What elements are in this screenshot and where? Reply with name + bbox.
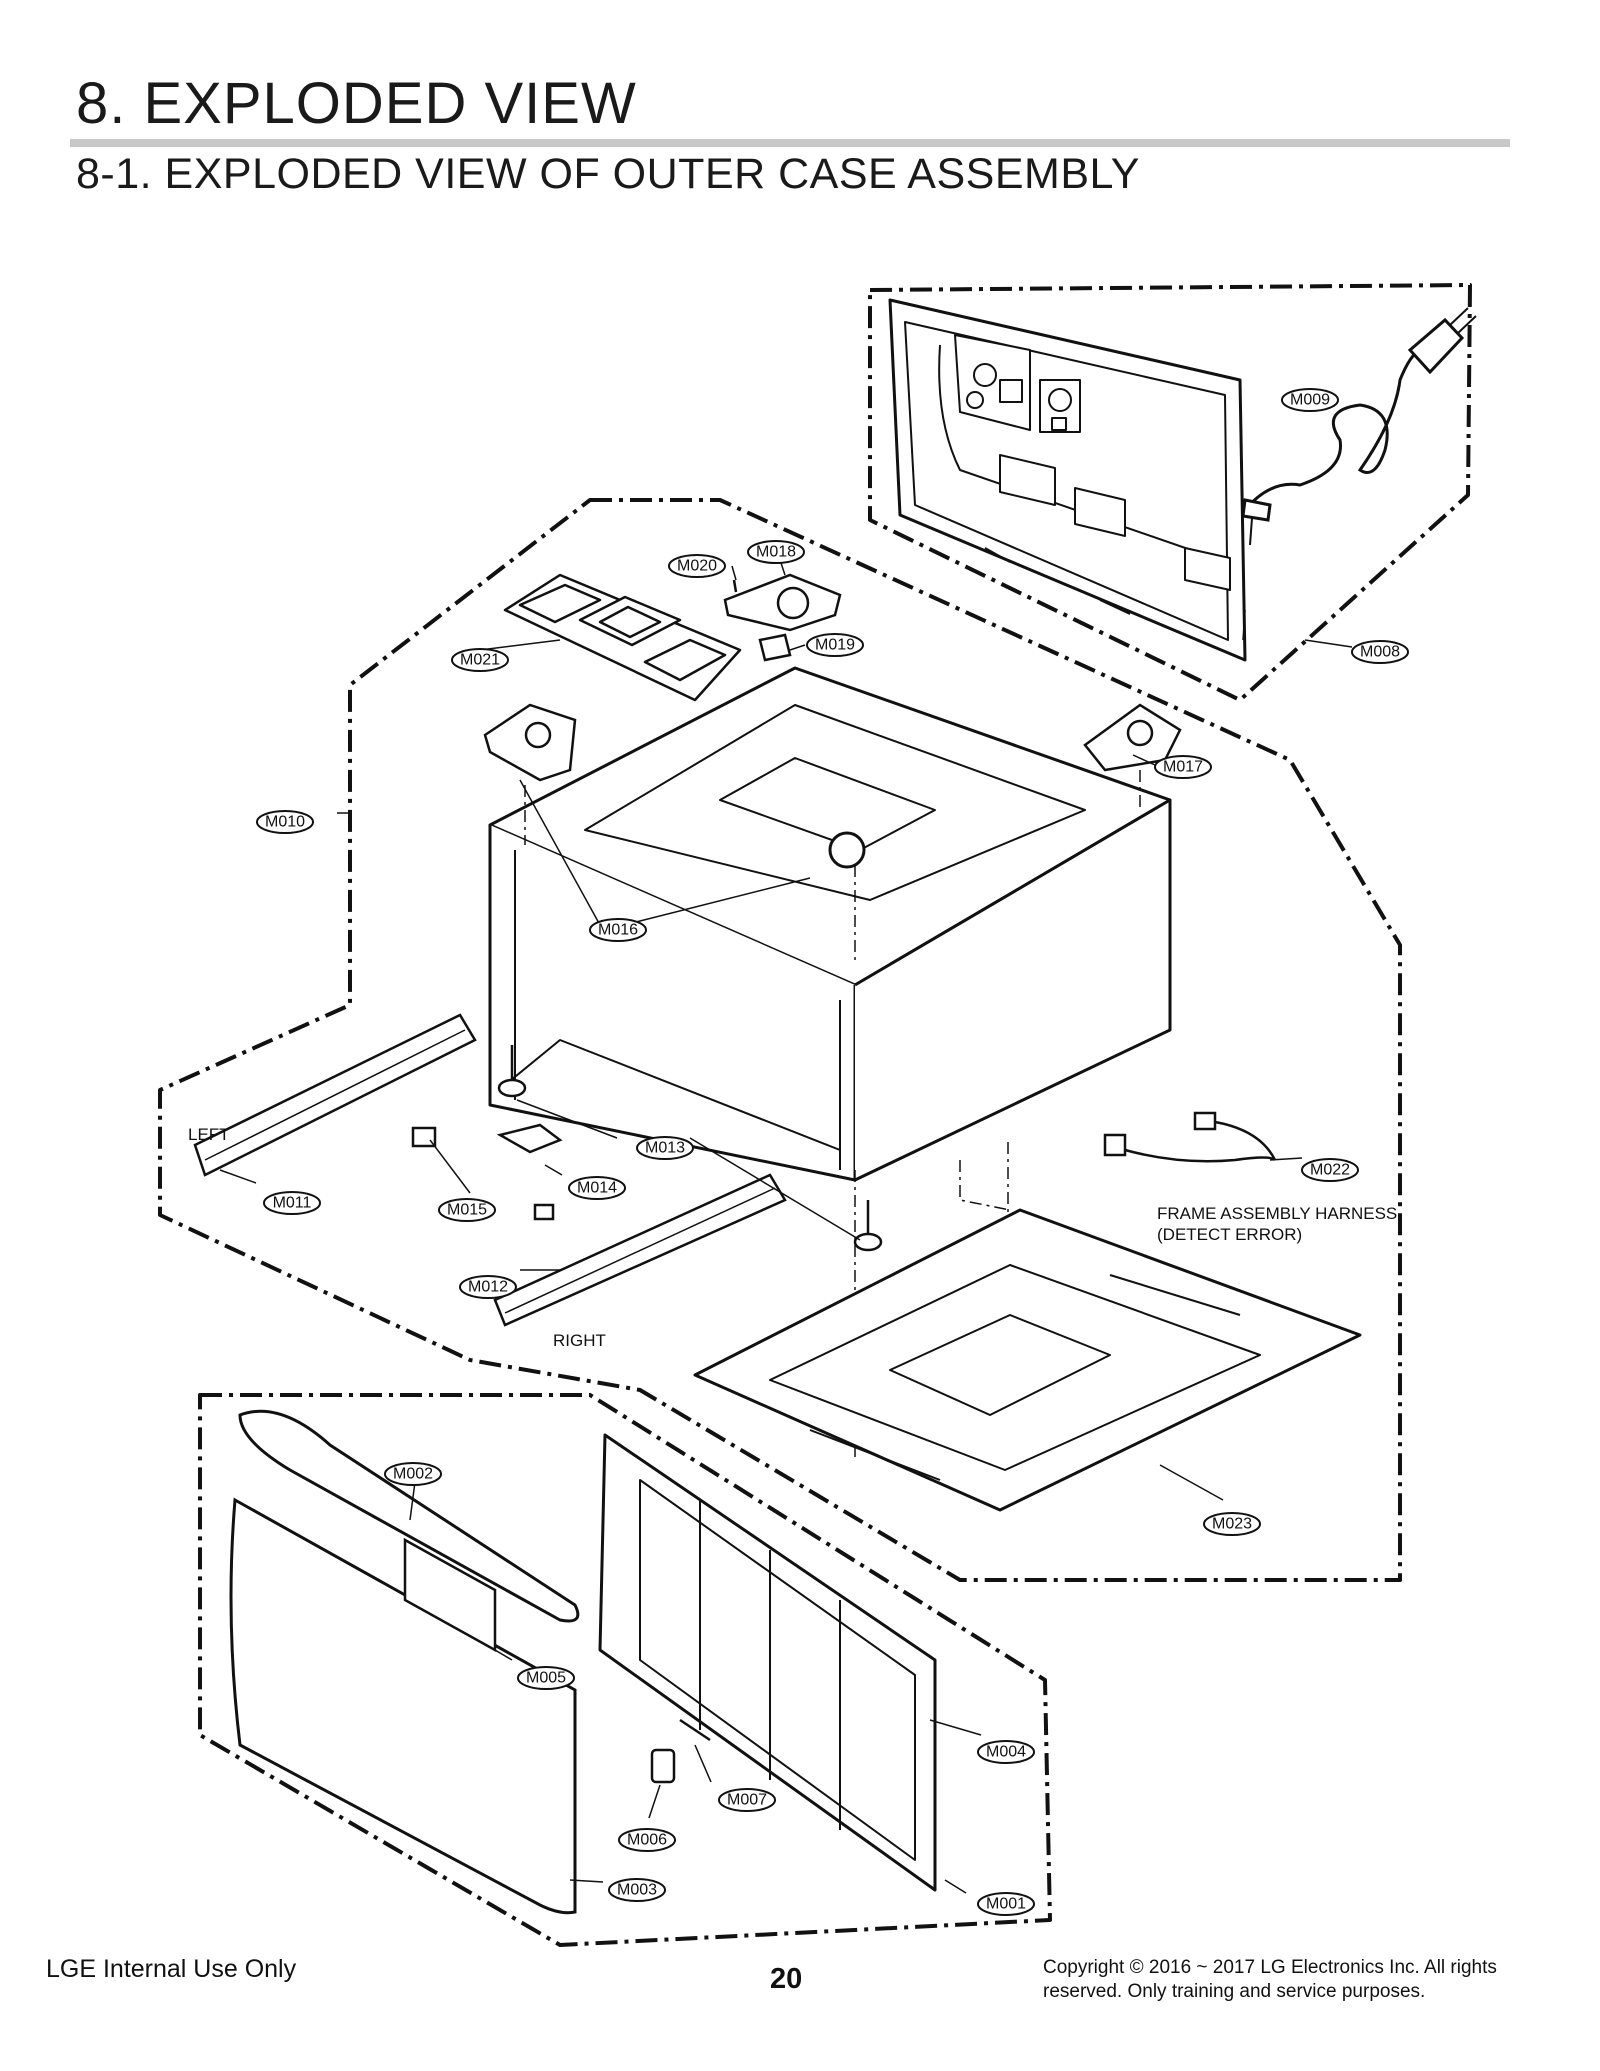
callout-m013 [636, 1136, 694, 1160]
callout-label-m001: M001 [986, 1896, 1026, 1913]
leveling-feet-m013 [497, 1045, 883, 1252]
callout-m019 [806, 633, 864, 657]
panel-top-m002 [238, 1409, 580, 1623]
front-panel-m003 [229, 1497, 577, 1915]
rail-left-m011 [193, 1013, 477, 1177]
callout-m020 [668, 554, 726, 578]
callout-m005 [517, 1666, 575, 1690]
callout-label-m007: M007 [727, 1792, 767, 1809]
title-divider [70, 139, 1510, 147]
callout-label-m014: M014 [577, 1180, 617, 1197]
part-m015 [411, 1126, 555, 1221]
callout-m004 [977, 1740, 1035, 1764]
callout-label-m008: M008 [1360, 644, 1400, 661]
right-rail-label: RIGHT [553, 1331, 606, 1350]
bracket-m016 [483, 703, 577, 782]
harness-label-line1: FRAME ASSEMBLY HARNESS [1157, 1204, 1397, 1223]
callout-m018 [747, 540, 805, 564]
callout-m015 [438, 1198, 496, 1222]
callout-m014 [568, 1176, 626, 1200]
callout-label-m017: M017 [1163, 759, 1203, 776]
callout-label-m005: M005 [526, 1670, 566, 1687]
front-panel-group-boundary [198, 1393, 1052, 1947]
left-rail-label: LEFT [188, 1125, 230, 1144]
callout-label-m022: M022 [1310, 1162, 1350, 1179]
rail-right-m012 [493, 1173, 787, 1327]
callout-label-m012: M012 [468, 1279, 508, 1296]
callout-label-m009: M009 [1290, 392, 1330, 409]
sensor-m019 [758, 633, 792, 662]
callout-m011 [263, 1191, 321, 1215]
part-m007 [679, 1718, 711, 1742]
callout-label-m006: M006 [627, 1832, 667, 1849]
callout-m017 [1154, 755, 1212, 779]
callout-m021 [451, 648, 509, 672]
bracket-m017 [1083, 703, 1182, 772]
callout-label-m016: M016 [598, 922, 638, 939]
harness-label-line2: (DETECT ERROR) [1157, 1225, 1302, 1244]
back-panel-m008 [888, 298, 1247, 662]
cabinet-group-boundary [158, 498, 1402, 1582]
callout-m003 [608, 1878, 666, 1902]
base-plate-m023 [693, 1208, 1362, 1512]
callout-m002 [384, 1462, 442, 1486]
callout-label-m019: M019 [815, 637, 855, 654]
callout-m009 [1281, 388, 1339, 412]
page-number: 20 [770, 1963, 803, 1995]
callout-m006 [618, 1828, 676, 1852]
callout-m007 [718, 1788, 776, 1812]
callout-label-m011: M011 [273, 1195, 312, 1212]
page-title: 8. EXPLODED VIEW [76, 71, 637, 136]
callout-label-m023: M023 [1212, 1516, 1252, 1533]
callout-label-m020: M020 [677, 558, 717, 575]
callout-m001 [977, 1892, 1035, 1916]
callout-label-m015: M015 [447, 1202, 487, 1219]
page-subtitle: 8-1. EXPLODED VIEW OF OUTER CASE ASSEMBL… [76, 150, 1140, 198]
power-cord-m009 [1241, 307, 1477, 546]
inner-panel-m004 [598, 1433, 937, 1892]
part-m006 [650, 1748, 676, 1784]
callout-m008 [1351, 640, 1409, 664]
callout-label-m003: M003 [617, 1882, 657, 1899]
copyright-notice: Copyright © 2016 ~ 2017 LG Electronics I… [1043, 1957, 1497, 2002]
callout-m022 [1301, 1158, 1359, 1182]
bracket-m018 [723, 573, 842, 632]
part-m014 [496, 1123, 563, 1154]
callout-m010 [256, 810, 314, 834]
cabinet-m010 [488, 666, 1172, 1182]
callout-m012 [459, 1275, 517, 1299]
callout-m016 [589, 918, 647, 942]
callout-label-m010: M010 [265, 814, 305, 831]
harness-m022 [1103, 1111, 1277, 1163]
callout-m023 [1203, 1512, 1261, 1536]
callout-label-m013: M013 [645, 1140, 685, 1157]
callout-label-m004: M004 [986, 1744, 1026, 1761]
back-panel-group-boundary [868, 283, 1472, 702]
screw-m020 [732, 579, 738, 593]
callout-label-m018: M018 [756, 544, 796, 561]
internal-use-notice: LGE Internal Use Only [46, 1955, 297, 1983]
callout-label-m021: M021 [460, 652, 500, 669]
pump-cover-m021 [503, 573, 742, 702]
callout-label-m002: M002 [393, 1466, 433, 1483]
